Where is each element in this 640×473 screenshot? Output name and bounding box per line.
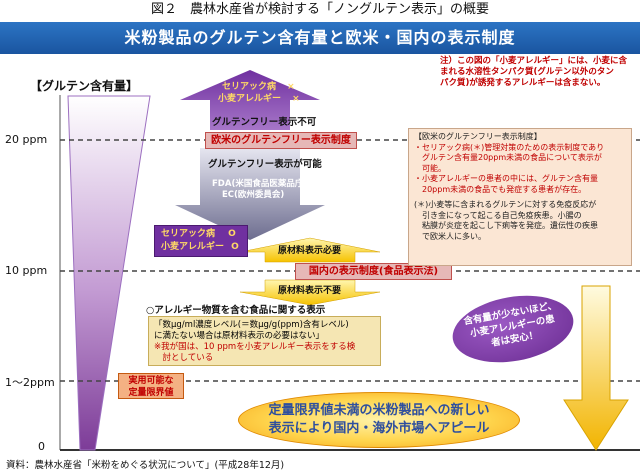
mid-wheat-label: 小麦アレルギー bbox=[161, 242, 225, 252]
info-footnote-line: で欧米人に多い。 bbox=[414, 231, 486, 241]
info-bullet2-line: ・小麦アレルギーの患者の中には、グルテン含有量 bbox=[414, 174, 598, 183]
domestic-system-box: 国内の表示制度(食品表示法) bbox=[295, 263, 452, 280]
mid-status-box: セリアック病 O 小麦アレルギー O bbox=[154, 225, 248, 257]
gluten-wedge bbox=[67, 95, 151, 451]
source-note: 資料：農林水産省「米粉をめぐる状況について」(平成28年12月) bbox=[6, 460, 285, 471]
info-title: 【欧米のグルテンフリー表示制度】 bbox=[414, 132, 542, 141]
allergen-label-heading: ○アレルギー物質を含む食品に関する表示 bbox=[146, 305, 326, 316]
western-system-info: 【欧米のグルテンフリー表示制度】 ・セリアック病(＊)管理対策のための表示制度で… bbox=[408, 128, 632, 266]
agency-fda: FDA(米国食品医薬品庁) bbox=[212, 179, 308, 189]
practical-limit-line: 実用可能な bbox=[128, 376, 174, 386]
top-note: 注）この図の「小麦アレルギー」には、小麦に含 まれる水溶性タンパク質(グルテン以… bbox=[440, 56, 636, 89]
wheat-label: 小麦アレルギー bbox=[218, 94, 282, 104]
allergen-label-box: 「数μg/ml濃度レベル(＝数μg/g(ppm)含有レベル) に満たない場合は原… bbox=[148, 316, 381, 366]
info-bullet1-line: グルテン含有量20ppm未満の食品について表示が bbox=[414, 153, 602, 162]
wheat-mark: × bbox=[292, 94, 300, 104]
axis-label-10ppm: 10 ppm bbox=[5, 264, 48, 277]
mid-status-celiac: セリアック病 O bbox=[161, 228, 241, 241]
celiac-label: セリアック病 bbox=[222, 82, 277, 92]
header-title: 米粉製品のグルテン含有量と欧米・国内の表示制度 bbox=[0, 22, 640, 54]
allergen-red-line: ※我が国は、10 ppmを小麦アレルギー表示をする検 bbox=[154, 342, 356, 352]
top-note-line: まれる水溶性タンパク質(グルテン以外のタン bbox=[440, 67, 614, 77]
agency-ec: EC(欧州委員会) bbox=[222, 190, 285, 200]
axis-label-0: 0 bbox=[38, 440, 45, 453]
ingredients-not-required: 原材料表示不要 bbox=[278, 286, 342, 296]
market-appeal-line: 定量限界値未満の米粉製品への新しい bbox=[268, 403, 490, 418]
mid-celiac-label: セリアック病 bbox=[161, 229, 216, 239]
upward-arrow bbox=[180, 70, 320, 130]
axis-label-1-2ppm: 1〜2ppm bbox=[5, 376, 55, 389]
info-bullet1-line: ・セリアック病(＊)管理対策のための表示制度であり bbox=[414, 142, 605, 152]
allergen-line: に満たない場合は原材料表示の必要はない」 bbox=[154, 331, 325, 341]
large-downward-arrow bbox=[563, 285, 629, 451]
axis-label-20ppm: 20 ppm bbox=[5, 133, 48, 146]
practical-limit-line: 定量限界値 bbox=[128, 388, 174, 398]
info-bullet1-line: 可能。 bbox=[414, 163, 446, 173]
yellow-up-arrow bbox=[239, 237, 381, 263]
gf-not-allowed: グルテンフリー表示不可 bbox=[212, 117, 317, 128]
mid-celiac-mark: O bbox=[228, 229, 236, 239]
celiac-mark: × bbox=[287, 82, 295, 92]
info-footnote-line: 粘膜が炎症を起こし下痢等を発症。遺伝性の疾患 bbox=[414, 221, 598, 230]
top-note-line: パク質)が誘発するアレルギーは含まない。 bbox=[440, 78, 606, 88]
practical-limit-box: 実用可能な 定量限界値 bbox=[118, 373, 184, 399]
market-appeal-oval: 定量限界値未満の米粉製品への新しい 表示により国内・海外市場へアピール bbox=[238, 392, 520, 448]
downward-arrow bbox=[175, 148, 325, 240]
info-footnote-line: 引き金になって起こる自己免疫疾患。小腸の bbox=[414, 210, 582, 220]
top-status-wheat: 小麦アレルギー × bbox=[218, 91, 300, 104]
ingredients-required: 原材料表示必要 bbox=[278, 246, 342, 256]
mid-status-wheat: 小麦アレルギー O bbox=[161, 241, 241, 254]
western-system-box: 欧米のグルテンフリー表示制度 bbox=[205, 132, 357, 149]
info-footnote-line: (＊)小麦等に含まれるグルテンに対する免疫反応が bbox=[414, 200, 597, 209]
allergen-red-line: 討としている bbox=[154, 353, 214, 363]
yellow-down-arrow bbox=[239, 279, 381, 306]
gf-allowed: グルテンフリー表示が可能 bbox=[208, 159, 322, 170]
allergen-line: 「数μg/ml濃度レベル(＝数μg/g(ppm)含有レベル) bbox=[154, 320, 349, 330]
mid-wheat-mark: O bbox=[231, 242, 239, 252]
top-note-line: 注）この図の「小麦アレルギー」には、小麦に含 bbox=[440, 56, 628, 66]
axis-title: 【グルテン含有量】 bbox=[30, 79, 139, 93]
figure-title: 図２ 農林水産省が検討する「ノングルテン表示」の概要 bbox=[150, 2, 489, 17]
market-appeal-line: 表示により国内・海外市場へアピール bbox=[268, 421, 490, 436]
top-status-celiac: セリアック病 × bbox=[222, 79, 295, 92]
info-bullet2-line: 20ppm未満の食品でも発症する患者が存在。 bbox=[414, 184, 587, 194]
